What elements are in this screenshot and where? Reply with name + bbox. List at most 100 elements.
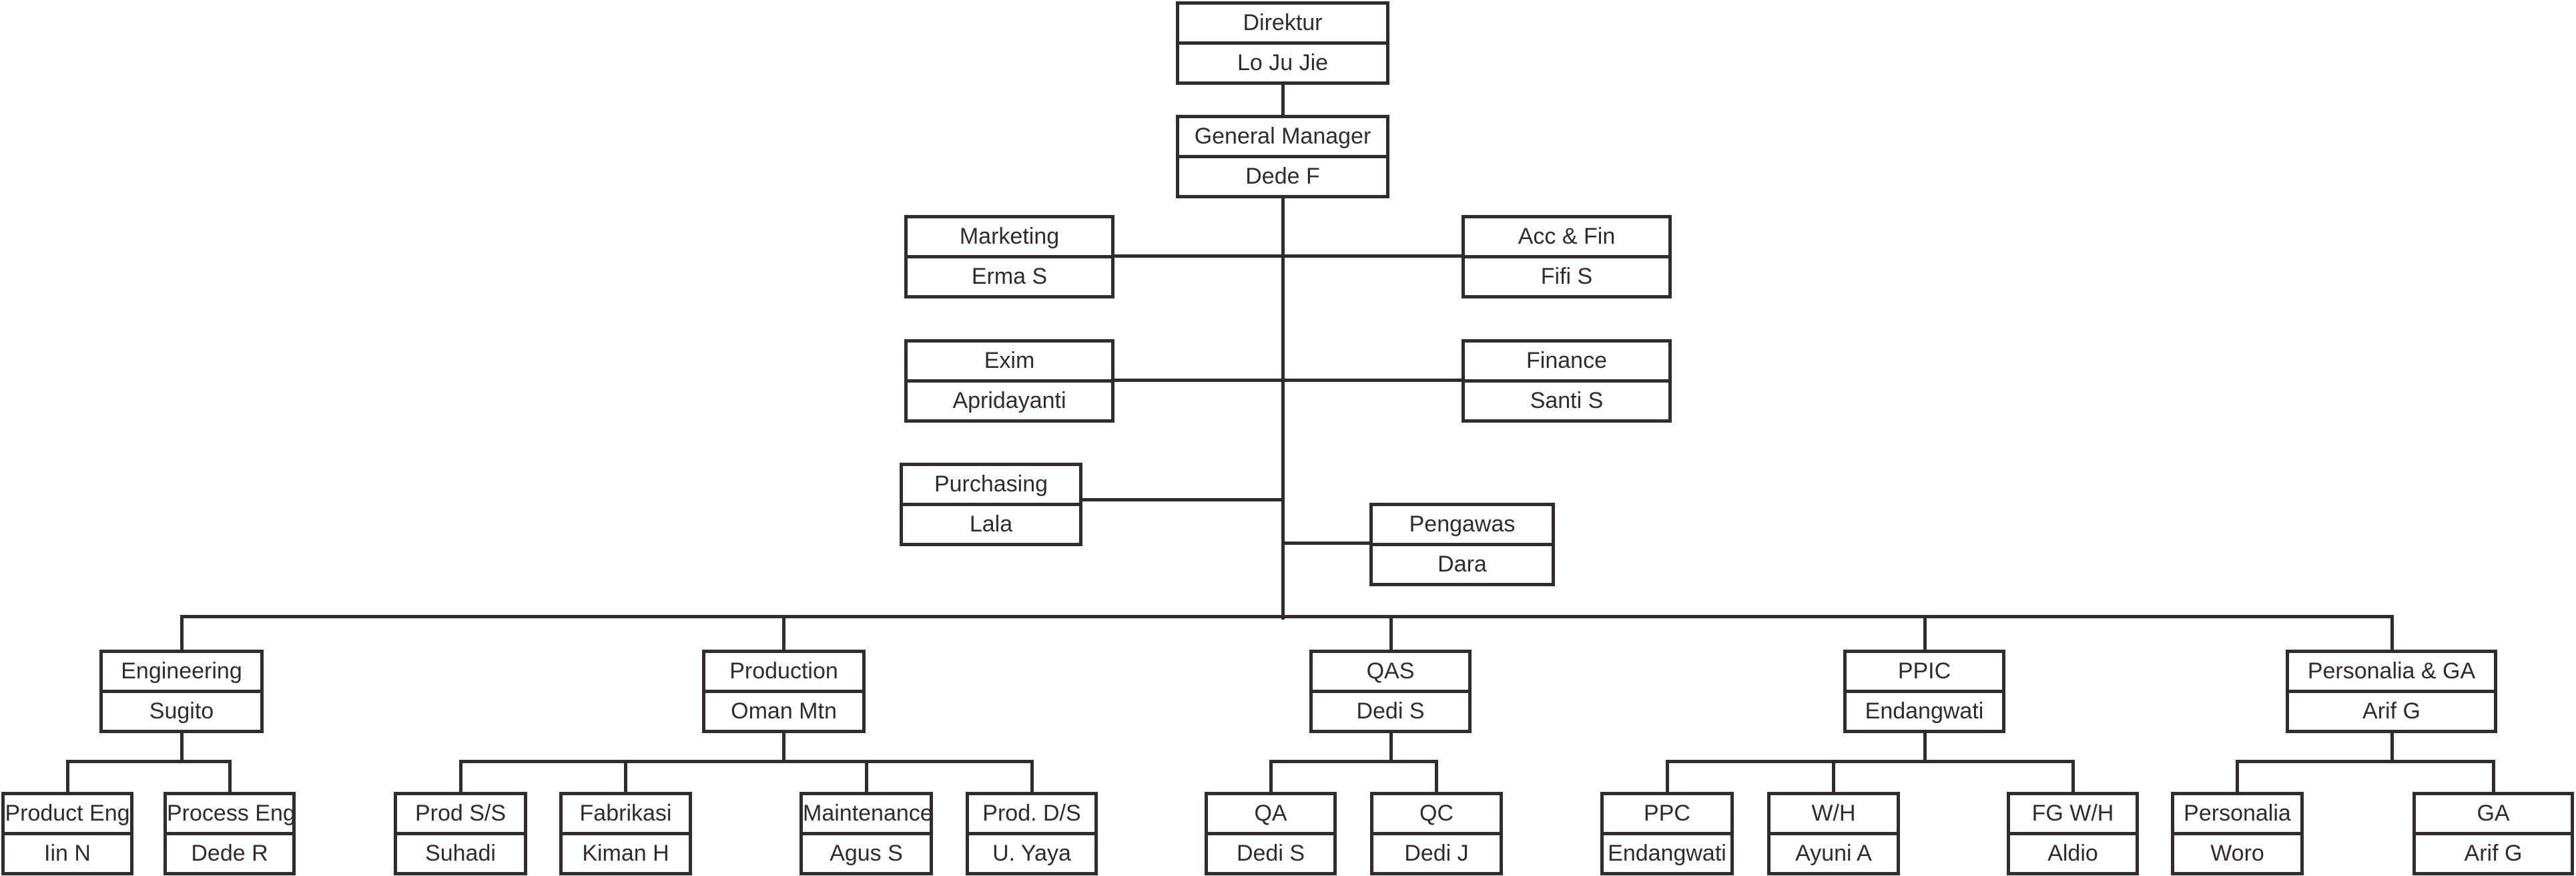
org-node-person: Oman Mtn: [731, 698, 837, 724]
connector-line: [1281, 81, 1285, 115]
org-node-prod-ss: Prod S/S Suhadi: [394, 792, 527, 875]
org-node-pengawas: Pengawas Dara: [1369, 503, 1555, 586]
org-node-title: General Manager: [1179, 118, 1386, 158]
org-node-person: Santi S: [1530, 388, 1604, 413]
org-node-ga: GA Arif G: [2412, 792, 2574, 875]
org-node-prod-ds: Prod. D/S U. Yaya: [966, 792, 1098, 875]
org-node-title: Maintenance: [803, 795, 930, 835]
org-node-maintenance: Maintenance Agus S: [799, 792, 933, 875]
org-node-qa: QA Dedi S: [1205, 792, 1337, 875]
org-node-person: Endangwati: [1608, 841, 1726, 866]
org-node-person: U. Yaya: [992, 841, 1071, 866]
org-node-process-eng: Process Eng Dede R: [164, 792, 296, 875]
org-node-direktur: Direktur Lo Ju Jie: [1176, 1, 1389, 85]
org-node-person: Arif G: [2362, 698, 2421, 724]
org-node-title: Marketing: [908, 218, 1111, 258]
connector-line: [180, 615, 2393, 618]
org-node-person: Dedi S: [1356, 698, 1425, 724]
org-node-person: Endangwati: [1865, 698, 1984, 724]
org-node-title: Fabrikasi: [563, 795, 689, 835]
connector-line: [2236, 760, 2239, 795]
connector-line: [1114, 254, 1462, 258]
connector-line: [1389, 731, 1393, 763]
org-node-title: Production: [705, 653, 862, 693]
org-node-title: QA: [1208, 795, 1333, 835]
org-node-person: Dede R: [191, 841, 268, 866]
org-node-person: Iin N: [44, 841, 91, 866]
connector-line: [865, 760, 868, 795]
org-node-person: Lo Ju Jie: [1237, 50, 1329, 75]
org-node-title: Personalia & GA: [2289, 653, 2494, 693]
connector-line: [1923, 615, 1927, 653]
org-node-person: Dede F: [1245, 164, 1320, 189]
org-node-title: Personalia: [2174, 795, 2300, 835]
org-node-fg-wh: FG W/H Aldio: [2007, 792, 2139, 875]
org-node-fabrikasi: Fabrikasi Kiman H: [559, 792, 692, 875]
org-node-person: Dara: [1437, 552, 1487, 577]
org-node-title: Direktur: [1179, 5, 1386, 45]
org-node-finance: Finance Santi S: [1462, 339, 1672, 423]
org-node-title: QAS: [1313, 653, 1468, 693]
connector-line: [1030, 760, 1034, 795]
connector-line: [1389, 615, 1393, 653]
connector-line: [180, 615, 184, 653]
connector-line: [782, 615, 785, 653]
connector-line: [1269, 760, 1273, 795]
org-node-person: Kiman H: [582, 841, 669, 866]
org-node-person: Sugito: [149, 698, 214, 724]
org-node-person: Woro: [2210, 841, 2264, 866]
connector-line: [1923, 731, 1927, 763]
org-node-title: PPIC: [1847, 653, 2002, 693]
org-node-marketing: Marketing Erma S: [904, 215, 1114, 298]
org-node-general-manager: General Manager Dede F: [1176, 115, 1389, 198]
org-node-personalia: Personalia Woro: [2171, 792, 2304, 875]
connector-line: [1666, 760, 2074, 763]
org-node-personalia-ga: Personalia & GA Arif G: [2286, 650, 2497, 733]
connector-line: [1114, 379, 1462, 382]
connector-line: [1269, 760, 1437, 763]
org-node-title: Process Eng: [167, 795, 292, 835]
org-node-person: Lala: [969, 511, 1013, 537]
org-node-production: Production Oman Mtn: [702, 650, 866, 733]
org-node-title: Product Eng: [5, 795, 130, 835]
org-node-qc: QC Dedi J: [1370, 792, 1503, 875]
org-node-title: Engineering: [103, 653, 260, 693]
org-node-wh: W/H Ayuni A: [1767, 792, 1900, 875]
org-node-person: Apridayanti: [952, 388, 1066, 413]
connector-line: [1435, 760, 1438, 795]
org-node-title: QC: [1373, 795, 1500, 835]
org-node-person: Fifi S: [1540, 264, 1593, 289]
org-node-title: Exim: [908, 343, 1111, 383]
org-node-purchasing: Purchasing Lala: [900, 463, 1082, 546]
org-node-title: PPC: [1604, 795, 1730, 835]
org-node-title: GA: [2416, 795, 2571, 835]
connector-line: [2390, 615, 2394, 653]
org-node-title: W/H: [1770, 795, 1897, 835]
org-node-person: Dedi J: [1404, 841, 1469, 866]
org-node-person: Agus S: [830, 841, 903, 866]
connector-line: [2071, 760, 2075, 795]
org-node-person: Aldio: [2047, 841, 2098, 866]
connector-line: [1832, 760, 1835, 795]
connector-line: [1666, 760, 1669, 795]
org-node-title: Finance: [1465, 343, 1668, 383]
org-node-title: Pengawas: [1373, 506, 1552, 546]
org-node-title: FG W/H: [2010, 795, 2136, 835]
connector-line: [2236, 760, 2495, 763]
org-node-ppic: PPIC Endangwati: [1843, 650, 2005, 733]
org-node-person: Erma S: [971, 264, 1048, 289]
org-node-person: Suhadi: [425, 841, 496, 866]
connector-line: [2390, 731, 2394, 763]
org-node-title: Prod. D/S: [969, 795, 1094, 835]
connector-line: [1082, 498, 1285, 501]
connector-line: [459, 760, 1033, 763]
org-node-title: Purchasing: [903, 466, 1079, 506]
org-node-exim: Exim Apridayanti: [904, 339, 1114, 423]
org-node-ppc: PPC Endangwati: [1600, 792, 1734, 875]
connector-line: [180, 731, 184, 763]
connector-line: [1281, 541, 1369, 545]
connector-line: [66, 760, 232, 763]
org-node-person: Ayuni A: [1795, 841, 1872, 866]
org-node-person: Dedi S: [1236, 841, 1305, 866]
